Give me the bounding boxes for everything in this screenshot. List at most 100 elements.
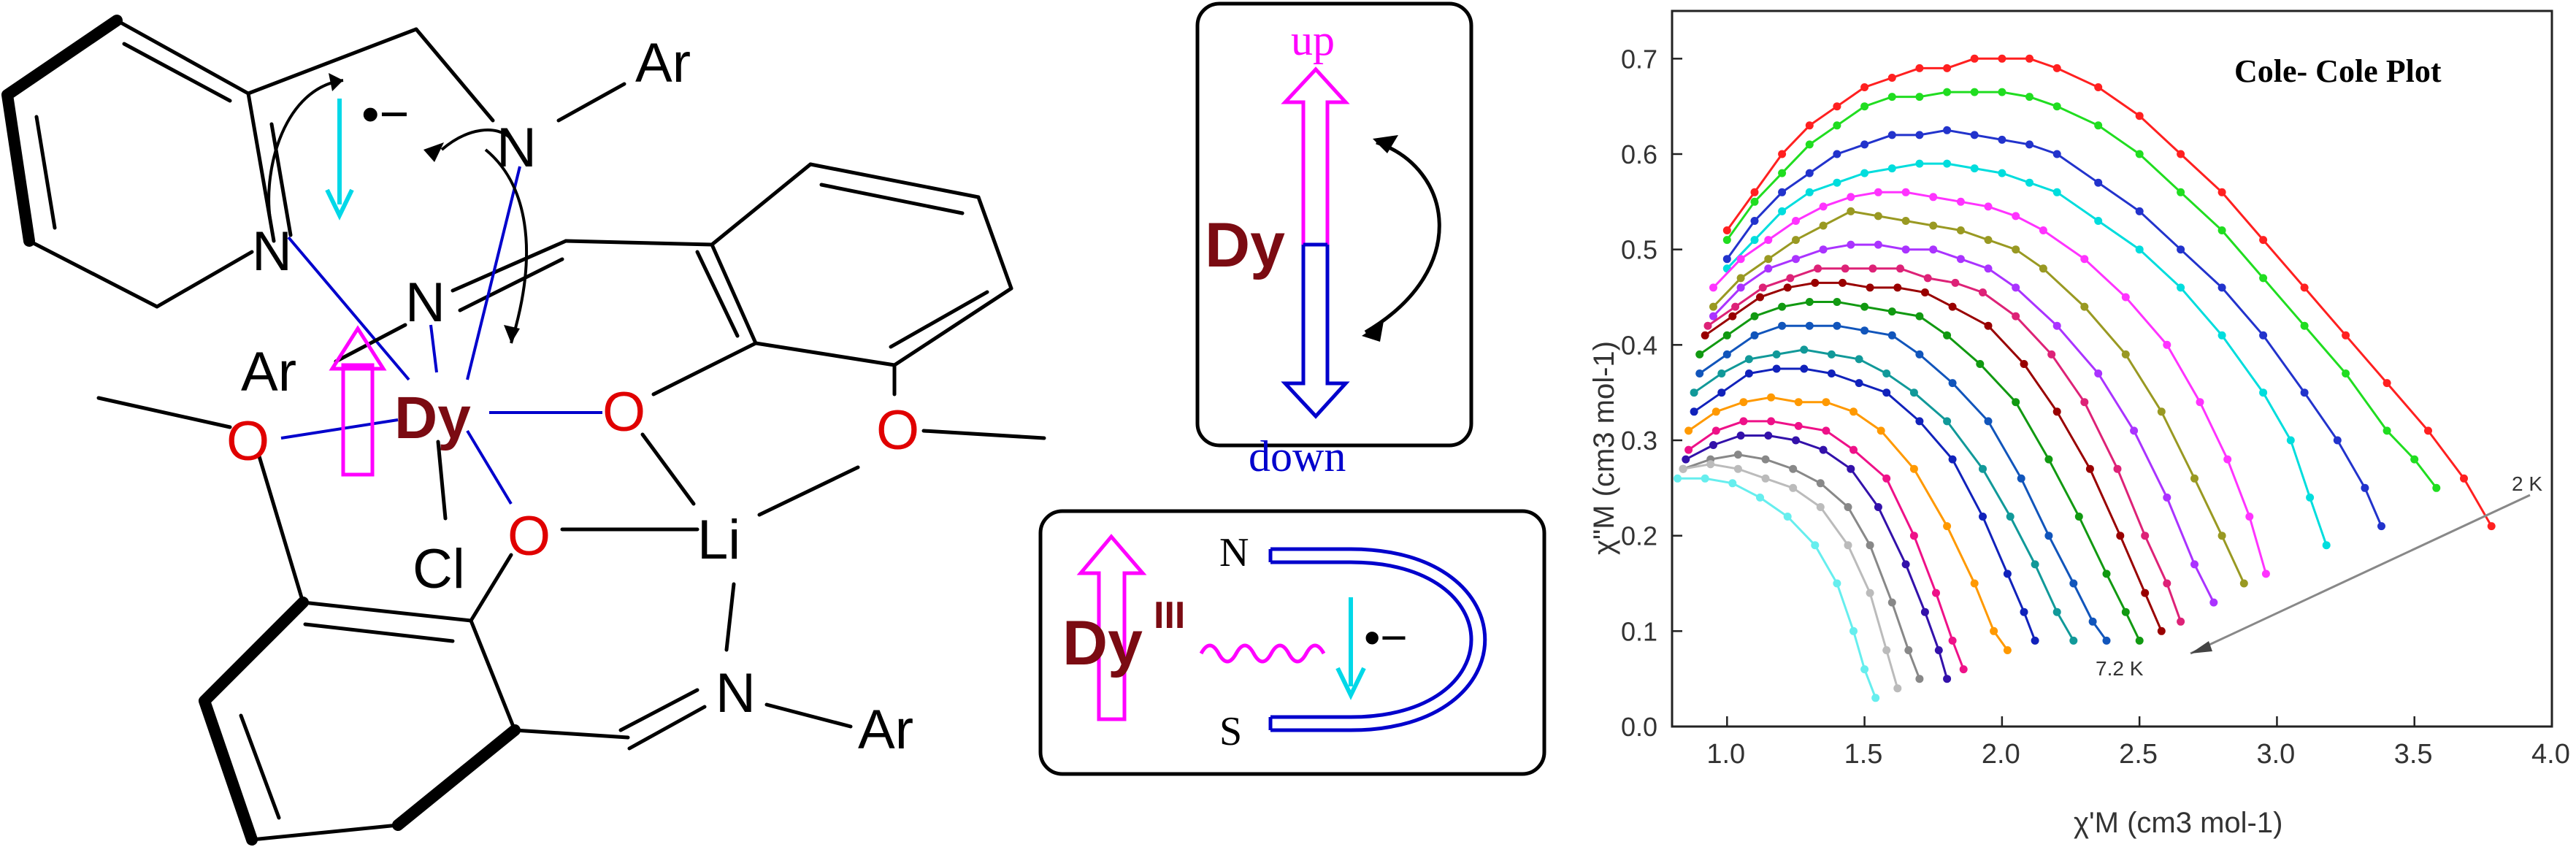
data-point <box>1904 646 1913 654</box>
data-point <box>2121 293 2130 302</box>
atom-n-pyridine: N <box>252 221 292 283</box>
data-point <box>2052 321 2061 330</box>
data-point <box>1690 388 1698 397</box>
series-7 <box>1709 240 2218 607</box>
data-point <box>1711 407 1720 416</box>
data-point <box>1915 675 1924 683</box>
data-point <box>1998 88 2006 96</box>
data-point <box>2012 245 2020 254</box>
data-point <box>2003 570 2012 578</box>
series-line <box>1712 243 2215 603</box>
data-point <box>1943 64 1952 72</box>
data-point <box>2052 188 2061 196</box>
atom-cl: Cl <box>413 538 465 600</box>
data-point <box>2012 398 2020 407</box>
data-point <box>1833 298 1841 306</box>
data-point <box>1805 298 1814 306</box>
data-point <box>2377 522 2385 531</box>
data-point <box>1979 513 1987 521</box>
series-14 <box>1684 393 2012 654</box>
data-point <box>1684 445 1693 454</box>
data-point <box>1915 350 1924 359</box>
aryl-ring-bottom <box>96 396 853 846</box>
series-2 <box>1722 88 2441 492</box>
data-point <box>1901 188 1910 196</box>
data-point <box>1970 579 1979 588</box>
data-point <box>1695 350 1704 359</box>
coupling-loop <box>1270 547 1487 732</box>
data-point <box>2074 513 2083 521</box>
pyridine-ring <box>1 15 293 309</box>
y-tick-label: 0.1 <box>1621 616 1657 646</box>
data-point <box>1811 541 1820 550</box>
data-point <box>2102 636 2111 645</box>
data-point <box>1860 665 1869 674</box>
data-point <box>2383 379 2391 388</box>
data-point <box>2177 245 2185 254</box>
spin-down-arrow <box>1281 245 1350 419</box>
data-point <box>1901 245 1910 254</box>
data-point <box>1970 88 1979 96</box>
data-point <box>1800 364 1809 373</box>
data-point <box>2039 226 2047 234</box>
series-4 <box>1722 159 2331 550</box>
x-tick-label: 3.5 <box>2394 739 2433 770</box>
data-point <box>1998 54 2006 63</box>
data-point <box>1717 388 1726 397</box>
data-point <box>1866 541 1874 550</box>
data-point <box>1789 464 1798 473</box>
data-point <box>2223 455 2232 464</box>
data-point <box>1984 264 1993 273</box>
data-point <box>2259 388 2268 397</box>
data-point <box>1778 169 1787 177</box>
data-point <box>1833 178 1841 187</box>
y-tick-label: 0.6 <box>1621 139 1657 169</box>
data-point <box>1915 131 1924 139</box>
data-point <box>2025 140 2033 149</box>
data-point <box>2259 274 2268 283</box>
data-point <box>1929 221 1938 230</box>
data-point <box>2052 608 2061 616</box>
data-point <box>1998 135 2006 144</box>
data-point <box>1756 493 1764 502</box>
data-point <box>2069 636 2078 645</box>
data-point <box>1709 302 1717 311</box>
series-6 <box>1709 207 2248 588</box>
data-point <box>1736 274 1745 283</box>
data-point <box>1750 217 1759 225</box>
data-point <box>2300 321 2309 330</box>
data-point <box>1722 226 1731 234</box>
data-point <box>1887 131 1896 139</box>
data-point <box>2039 264 2047 273</box>
series-9 <box>1701 278 2166 635</box>
data-point <box>1915 417 1924 426</box>
data-point <box>1920 608 1929 616</box>
data-point <box>1792 436 1800 445</box>
data-point <box>1948 379 1957 388</box>
data-point <box>1893 684 1902 693</box>
data-point <box>1929 193 1938 202</box>
data-point <box>1778 321 1787 330</box>
data-point <box>1984 236 1993 245</box>
data-point <box>1822 398 1831 407</box>
data-point <box>1706 460 1715 469</box>
y-tick-label: 0.7 <box>1621 44 1657 74</box>
data-point <box>1970 131 1979 139</box>
data-point <box>1739 417 1748 426</box>
data-point <box>1909 464 1918 473</box>
data-point <box>2190 560 2199 569</box>
data-point <box>2163 493 2171 502</box>
data-point <box>2052 102 2061 111</box>
data-point <box>1750 188 1759 196</box>
data-point <box>1833 150 1841 158</box>
series-15 <box>1684 417 1968 674</box>
data-point <box>1794 421 1803 430</box>
series-13 <box>1690 364 2039 645</box>
data-point <box>1943 417 1952 426</box>
data-point <box>1736 283 1745 292</box>
data-point <box>1860 102 1869 111</box>
data-point <box>1684 426 1693 435</box>
data-point <box>1847 207 1855 215</box>
data-point <box>2012 212 2020 221</box>
